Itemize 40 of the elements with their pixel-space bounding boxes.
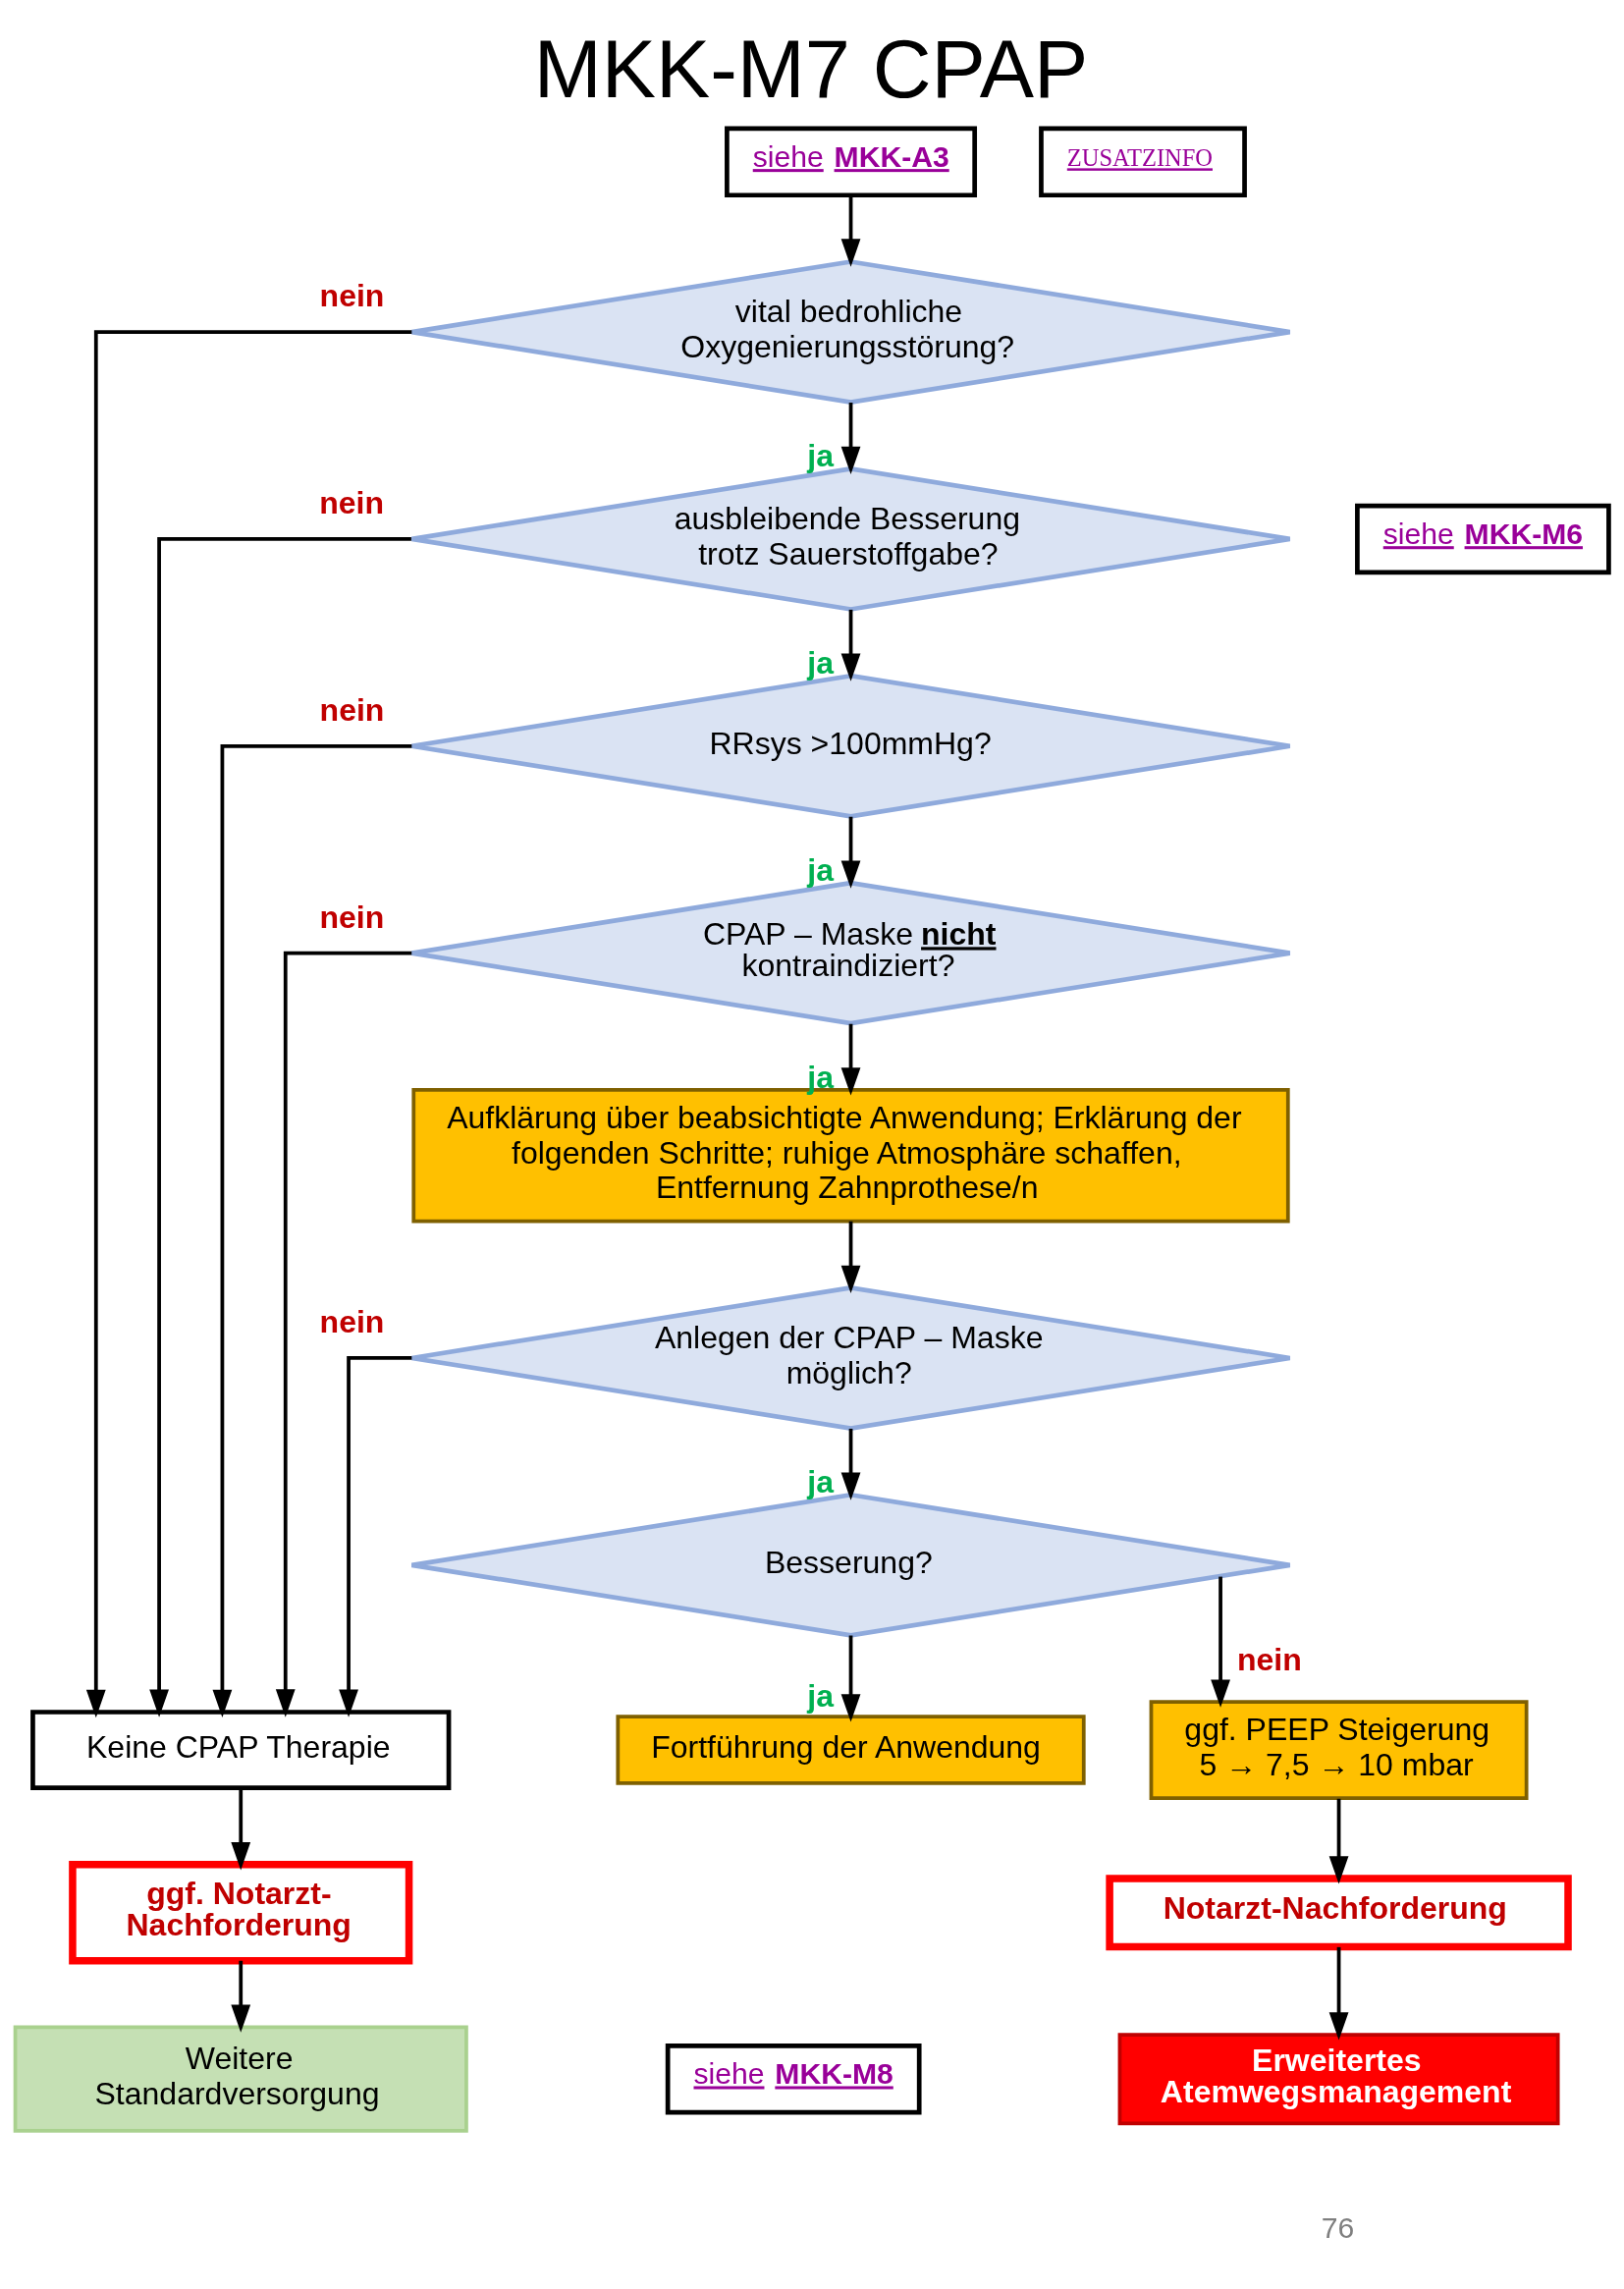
node-box: Keine CPAP Therapie bbox=[30, 1710, 452, 1791]
edge-label: nein bbox=[319, 691, 385, 728]
arrow bbox=[1211, 1576, 1230, 1708]
arrow bbox=[1328, 1798, 1349, 1884]
arrow bbox=[85, 330, 412, 1718]
node-box: Weitere Standardversorgung bbox=[13, 2025, 468, 2133]
node-diamond: Anlegen der CPAP – Maske möglich? bbox=[409, 1285, 1293, 1431]
node-box: Notarzt-Nachforderung bbox=[1106, 1875, 1572, 1951]
diagram-title: MKK-M7 CPAP bbox=[533, 24, 1089, 116]
arrow bbox=[840, 195, 861, 267]
label: 76 bbox=[1321, 2210, 1355, 2244]
node-box: ggf. PEEP Steigerung 5 → 7,5 → 10 mbar bbox=[1149, 1700, 1529, 1800]
node-box: siehe MKK-M8 bbox=[665, 2043, 922, 2115]
arrow bbox=[231, 1788, 251, 1871]
node-box: Erweitertes Atemwegsmanagement bbox=[1117, 2033, 1560, 2126]
arrow bbox=[840, 1635, 861, 1722]
node-box: siehe MKK-M6 bbox=[1355, 503, 1611, 575]
arrow bbox=[840, 1221, 861, 1294]
arrow bbox=[149, 537, 411, 1717]
arrow bbox=[840, 816, 861, 889]
node-box: Fortführung der Anwendung bbox=[616, 1715, 1086, 1785]
edge-label: nein bbox=[319, 278, 385, 314]
edge-label: nein bbox=[319, 899, 385, 935]
edge-label: nein bbox=[1237, 1641, 1302, 1677]
arrow bbox=[840, 403, 861, 474]
arrow bbox=[840, 1428, 861, 1500]
node-box: siehe MKK-A3 bbox=[725, 126, 978, 198]
arrow bbox=[339, 1356, 412, 1717]
edge-label: ja bbox=[807, 1677, 834, 1714]
edge-label: nein bbox=[319, 484, 384, 520]
node-box: ZUSATZINFO bbox=[1039, 126, 1247, 198]
arrow bbox=[231, 1960, 251, 2033]
node-diamond: vital bedrohliche Oxygenierungsstörung? bbox=[409, 259, 1293, 405]
arrow bbox=[840, 1023, 861, 1096]
node-box: ggf. Notarzt-Nachforderung bbox=[69, 1861, 413, 1965]
arrow bbox=[275, 951, 412, 1717]
edge-label: nein bbox=[319, 1303, 385, 1339]
arrow bbox=[212, 743, 412, 1717]
arrow bbox=[840, 609, 861, 681]
arrow bbox=[1328, 1946, 1349, 2041]
